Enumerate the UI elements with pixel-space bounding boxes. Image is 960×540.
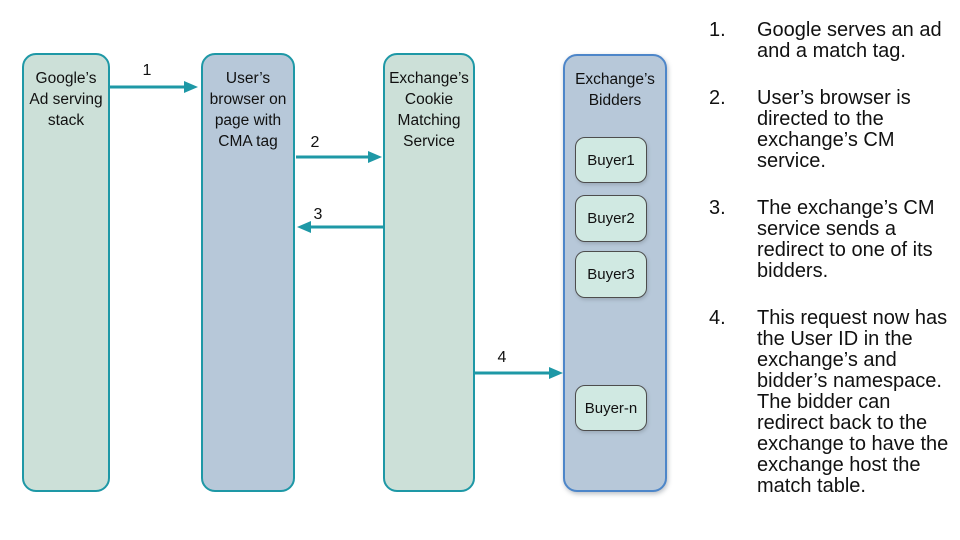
buyer-box-2: Buyer2: [575, 195, 647, 242]
node-cookie-matching-service: Exchange’s Cookie Matching Service: [383, 53, 475, 492]
step-text-3: The exchange’s CM service sends a redire…: [757, 197, 935, 282]
step-number-2: 2.: [709, 87, 726, 109]
node-label-bidders: Exchange’s Bidders: [575, 71, 655, 109]
arrow-label-4: 4: [497, 349, 507, 366]
buyer-box-3: Buyer3: [575, 251, 647, 298]
node-label-browser: User’s browser on page with CMA tag: [209, 70, 287, 150]
step-item-3: 3. The exchange’s CM service sends a red…: [709, 198, 960, 282]
arrow-2-right-icon: [296, 151, 382, 163]
node-label-cm-service: Exchange’s Cookie Matching Service: [389, 70, 469, 150]
node-google-ad-serving-stack: Google’s Ad serving stack: [22, 53, 110, 492]
step-text-2: User’s browser is directed to the exchan…: [757, 87, 911, 172]
buyer-label-1: Buyer1: [587, 151, 635, 169]
arrow-4-right-icon: [473, 367, 563, 379]
arrow-1-right-icon: [110, 81, 198, 93]
arrow-3-left-icon: [297, 221, 383, 233]
step-number-1: 1.: [709, 19, 726, 41]
step-item-1: 1. Google serves an ad and a match tag.: [709, 20, 960, 62]
node-label-google: Google’s Ad serving stack: [29, 70, 103, 129]
buyer-label-3: Buyer3: [587, 266, 635, 283]
buyer-box-n: Buyer-n: [575, 385, 647, 431]
steps-list: 1. Google serves an ad and a match tag. …: [709, 20, 960, 523]
step-text-1: Google serves an ad and a match tag.: [757, 19, 942, 62]
buyer-label-n: Buyer-n: [584, 399, 638, 417]
step-item-4: 4. This request now has the User ID in t…: [709, 308, 960, 497]
arrow-label-2: 2: [310, 134, 320, 151]
buyer-box-1: Buyer1: [575, 137, 647, 183]
step-number-3: 3.: [709, 197, 726, 219]
step-text-4: This request now has the User ID in the …: [757, 307, 949, 497]
arrow-label-1: 1: [142, 62, 152, 79]
arrow-label-3: 3: [313, 206, 323, 223]
node-user-browser: User’s browser on page with CMA tag: [201, 53, 295, 492]
node-exchange-bidders: Exchange’s Bidders Buyer1 Buyer2 Buyer3 …: [563, 54, 667, 492]
step-item-2: 2. User’s browser is directed to the exc…: [709, 88, 960, 172]
step-number-4: 4.: [709, 307, 726, 329]
buyer-label-2: Buyer2: [587, 210, 635, 227]
